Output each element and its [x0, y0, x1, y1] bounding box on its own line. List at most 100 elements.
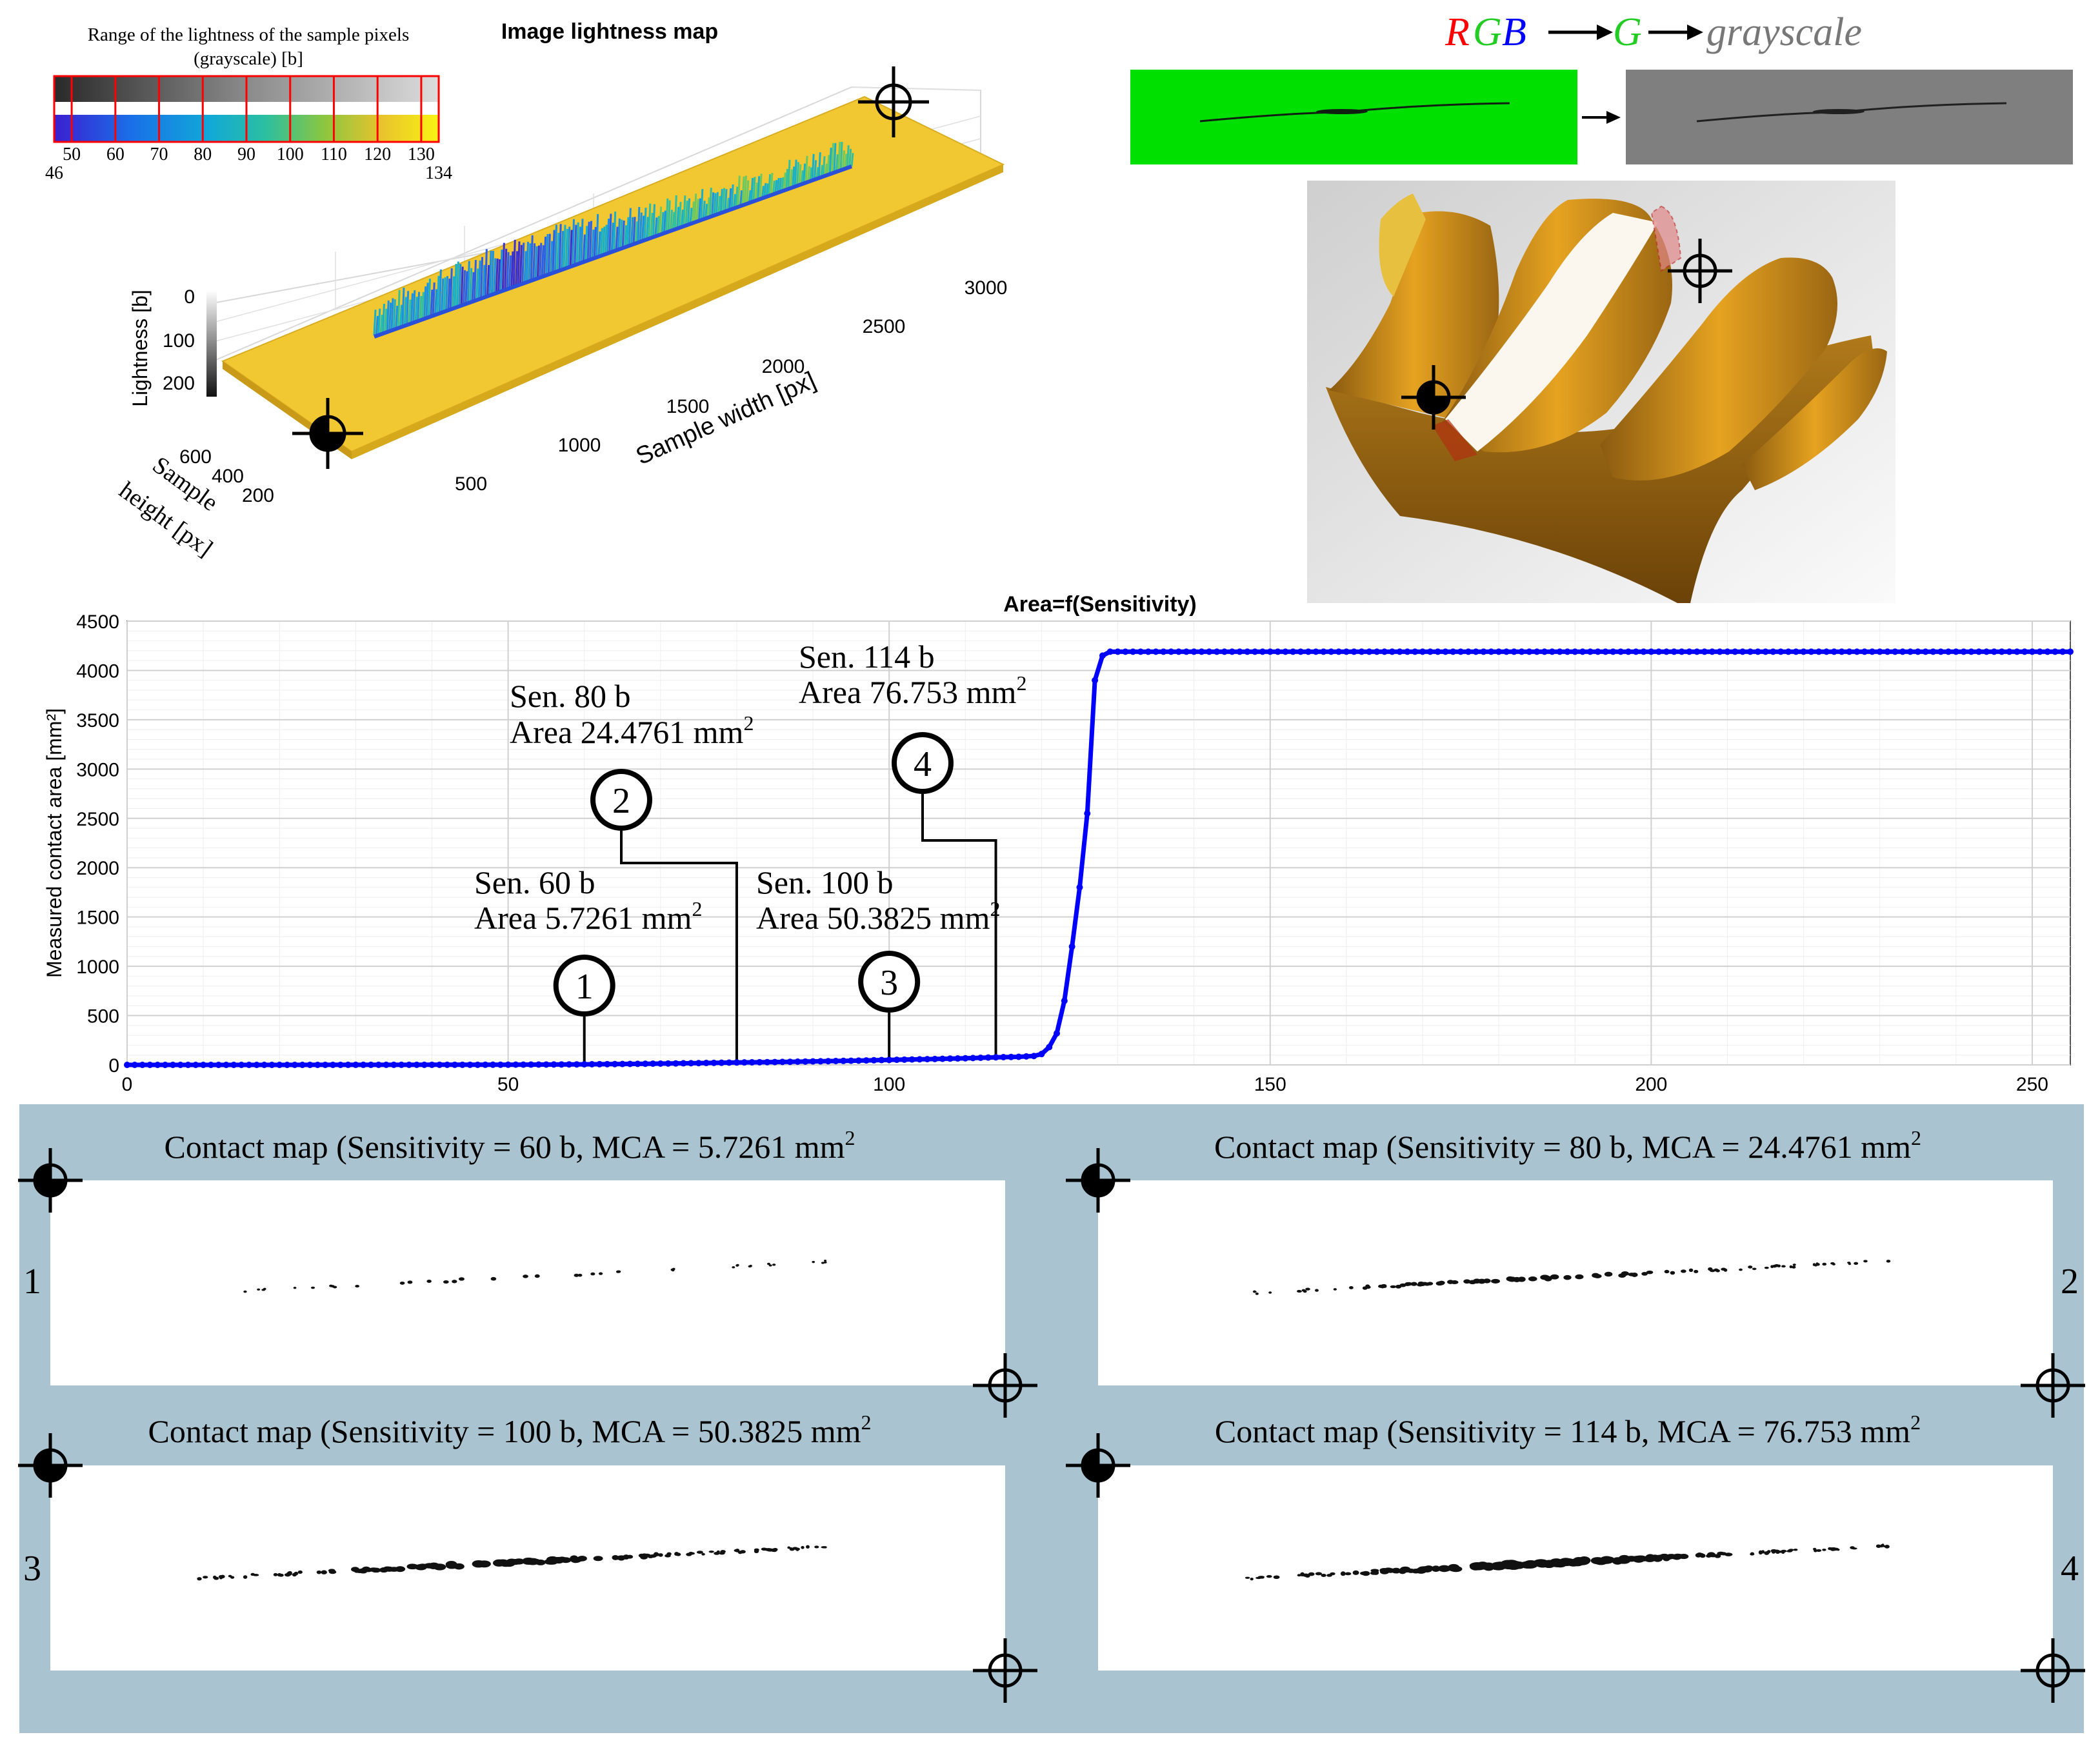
- series-marker: [474, 1061, 481, 1068]
- contact-spot: [1468, 1280, 1477, 1285]
- series-marker: [329, 1061, 336, 1068]
- series-marker: [169, 1062, 176, 1068]
- surface-spike: [504, 248, 508, 290]
- series-marker: [1510, 648, 1517, 655]
- series-marker: [1716, 648, 1723, 655]
- surface-spike: [814, 160, 817, 180]
- series-marker: [223, 1062, 230, 1068]
- series-marker: [1106, 648, 1114, 655]
- series-marker: [1495, 648, 1503, 655]
- series-marker: [238, 1062, 245, 1068]
- contact-spot: [1437, 1280, 1445, 1285]
- surface-spike: [724, 189, 728, 212]
- contact-spot: [1766, 1550, 1771, 1554]
- series-marker: [139, 1062, 146, 1068]
- series-marker: [1586, 648, 1594, 655]
- contact-spot: [1245, 1576, 1250, 1579]
- surface-spike: [452, 276, 455, 308]
- surface-spike: [506, 252, 510, 289]
- series-marker: [650, 1060, 657, 1067]
- series-marker: [535, 1061, 542, 1068]
- series-marker: [1564, 648, 1571, 655]
- series-marker: [1876, 648, 1883, 655]
- series-marker: [1518, 648, 1525, 655]
- contact-spot: [1250, 1578, 1254, 1581]
- series-marker: [726, 1059, 733, 1066]
- crosshair-open-icon: [973, 1353, 1037, 1418]
- surface-spike: [554, 224, 557, 272]
- series-marker: [1434, 648, 1441, 655]
- z-tick-label: 100: [163, 330, 195, 352]
- series-marker: [855, 1057, 862, 1064]
- series-marker: [1160, 648, 1167, 655]
- surface-spike: [837, 141, 841, 172]
- series-marker: [1221, 648, 1228, 655]
- contact-spot: [1631, 1272, 1638, 1277]
- contact-spot: [1886, 1260, 1891, 1263]
- series-marker: [459, 1061, 466, 1068]
- series-marker: [2036, 648, 2043, 655]
- chart-title: Area=f(Sensitivity): [1003, 592, 1197, 617]
- colorbar-tick-label: 120: [364, 144, 391, 164]
- surface-spike: [569, 230, 573, 266]
- series-marker: [1724, 648, 1731, 655]
- contact-spot: [675, 1553, 681, 1556]
- contact-spot: [1814, 1549, 1817, 1553]
- contact-spot: [1507, 1276, 1517, 1282]
- contact-map-title-text: Contact map (Sensitivity = 100 b, MCA = …: [148, 1413, 861, 1449]
- contact-spot: [1390, 1285, 1397, 1289]
- series-marker: [1145, 648, 1152, 655]
- series-marker: [1861, 648, 1868, 655]
- callout-area: Area 76.753 mm2: [799, 671, 1026, 710]
- series-marker: [1823, 648, 1830, 655]
- contact-spot: [250, 1572, 255, 1576]
- surface-spike: [741, 176, 745, 205]
- surface-spike: [643, 207, 647, 240]
- contact-spot: [1345, 1572, 1352, 1576]
- callout-sensitivity: Sen. 100 b: [756, 864, 894, 900]
- series-marker: [1038, 1051, 1045, 1058]
- series-marker: [1480, 648, 1487, 655]
- callout-sensitivity: Sen. 60 b: [474, 864, 595, 900]
- series-marker: [1206, 648, 1213, 655]
- series-marker: [520, 1061, 527, 1068]
- contact-spot: [399, 1281, 405, 1285]
- callout-number: 3: [880, 963, 898, 1003]
- callout-leader: [620, 831, 738, 1063]
- surface-spike: [750, 177, 754, 203]
- contact-spot: [257, 1288, 261, 1291]
- surface-spike: [501, 243, 505, 290]
- surface-spike: [672, 212, 675, 230]
- contact-spot: [230, 1576, 235, 1579]
- surface-spike: [737, 175, 741, 207]
- contact-spot: [1308, 1572, 1315, 1576]
- surface-spike: [850, 153, 854, 167]
- gear-illustration: [1307, 181, 1895, 603]
- series-marker: [1076, 884, 1083, 891]
- series-marker: [1594, 648, 1601, 655]
- surface-spike: [508, 255, 512, 288]
- x-tick-label: 2500: [863, 316, 906, 337]
- contact-spot: [665, 1554, 671, 1558]
- surface-spike: [373, 310, 377, 336]
- surface-spike: [556, 232, 560, 271]
- surface-spike: [528, 243, 532, 281]
- series-marker: [1777, 648, 1785, 655]
- surface-spike: [430, 290, 434, 315]
- series-marker: [908, 1056, 915, 1063]
- series-marker: [878, 1057, 885, 1064]
- contact-spot: [1781, 1551, 1785, 1554]
- colorbar-tick-label: 80: [194, 144, 212, 164]
- series-marker: [444, 1061, 451, 1068]
- contact-spot: [1300, 1572, 1305, 1577]
- series-marker: [1152, 648, 1159, 655]
- series-marker: [1472, 648, 1479, 655]
- series-marker: [1572, 648, 1579, 655]
- surface-spike: [517, 241, 521, 285]
- contact-spot: [446, 1562, 458, 1569]
- contact-spot: [670, 1268, 674, 1271]
- surface-spike: [733, 193, 737, 208]
- x-tick-label: 250: [2016, 1074, 2048, 1095]
- colorbar-min-label: 46: [45, 163, 63, 183]
- surface-spike: [735, 186, 739, 208]
